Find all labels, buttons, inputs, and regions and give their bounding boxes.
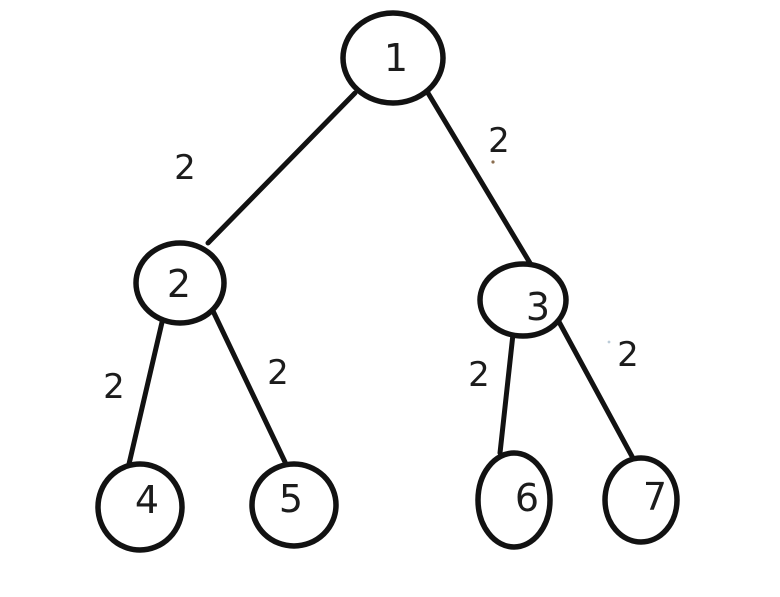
node-2-ellipse — [133, 240, 227, 326]
edge-2-5 — [210, 308, 288, 465]
edge-1-2-weight-label: 2 — [174, 148, 196, 188]
edge-1-3 — [425, 90, 533, 266]
node-5-ellipse — [249, 461, 339, 549]
ink-speck — [491, 160, 495, 164]
edge-3-6 — [497, 331, 516, 456]
edge-3-6-weight-label: 2 — [468, 355, 490, 395]
node-3-ellipse — [477, 261, 569, 339]
node-5-label: 5 — [279, 477, 303, 521]
node-4-label: 4 — [135, 478, 159, 522]
edge-3-7 — [555, 317, 637, 463]
node-6-ellipse — [475, 450, 553, 550]
edge-1-2 — [205, 90, 358, 246]
edge-1-3-weight-label: 2 — [488, 121, 510, 161]
node-2-label: 2 — [167, 262, 191, 306]
edge-2-5-weight-label: 2 — [267, 353, 289, 393]
node-1-label: 1 — [384, 36, 408, 80]
node-4-ellipse — [95, 461, 185, 553]
edge-3-7-weight-label: 2 — [617, 335, 639, 375]
node-1-ellipse — [340, 10, 446, 106]
ink-speck — [607, 340, 611, 344]
edge-2-4-weight-label: 2 — [103, 367, 125, 407]
edge-2-4 — [126, 315, 166, 467]
node-3-label: 3 — [526, 285, 550, 329]
node-6-label: 6 — [515, 476, 539, 520]
node-7-ellipse — [602, 455, 680, 545]
node-7-label: 7 — [643, 475, 667, 519]
